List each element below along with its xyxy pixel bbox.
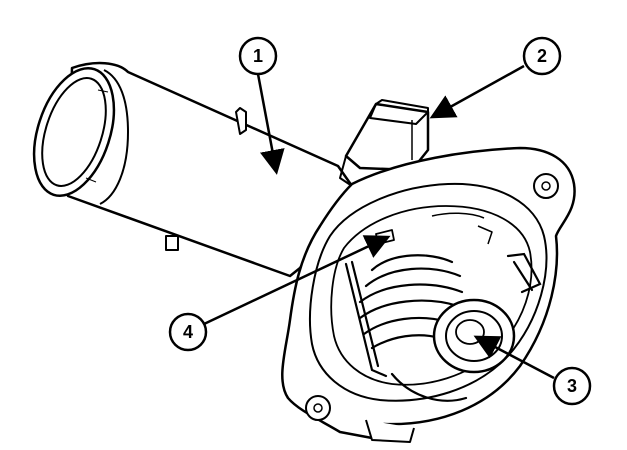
callout-4: 4 bbox=[168, 312, 208, 352]
callout-3: 3 bbox=[552, 366, 592, 406]
leader-line-3 bbox=[473, 335, 555, 380]
callout-4-label: 4 bbox=[183, 322, 193, 342]
leader-line-2 bbox=[429, 64, 525, 119]
callout-2-label: 2 bbox=[537, 46, 547, 66]
outlet-pipe bbox=[32, 61, 354, 278]
callout-2: 2 bbox=[522, 36, 562, 76]
callout-1: 1 bbox=[238, 36, 278, 76]
leader-line-4 bbox=[203, 235, 391, 326]
housing-flange bbox=[281, 146, 576, 443]
leader-line-1 bbox=[256, 73, 285, 175]
callout-3-label: 3 bbox=[567, 376, 577, 396]
callout-1-label: 1 bbox=[253, 46, 263, 66]
thermostat-spring bbox=[344, 252, 542, 402]
leader-lines bbox=[203, 64, 555, 380]
sensor-connector bbox=[339, 99, 430, 187]
thermostat-valve bbox=[432, 298, 516, 374]
